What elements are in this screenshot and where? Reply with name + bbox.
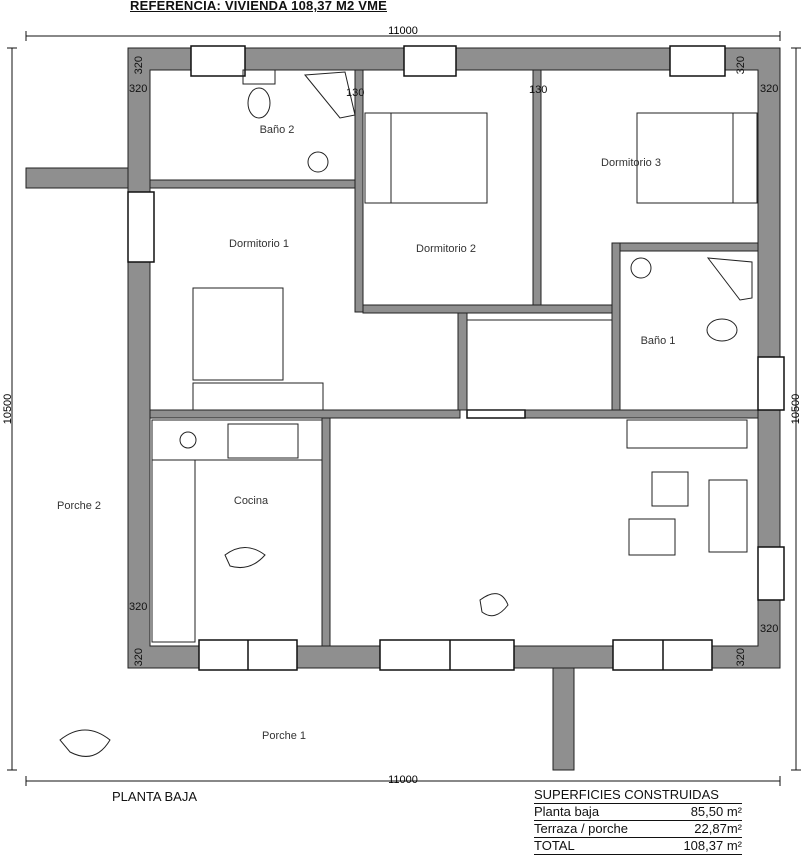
window: [757, 546, 785, 601]
areas-row: Planta baja 85,50 m²: [534, 804, 742, 821]
shower: [304, 71, 356, 119]
area-value: 108,37 m²: [683, 838, 742, 853]
areas-row: Terraza / porche 22,87m²: [534, 821, 742, 838]
dim-partition: 130: [529, 84, 547, 96]
area-label: Terraza / porche: [534, 821, 628, 836]
window: [669, 45, 726, 77]
toilet: [706, 318, 738, 342]
areas-row: TOTAL 108,37 m²: [534, 838, 742, 855]
coffee-table: [651, 471, 689, 507]
wardrobe: [466, 319, 613, 411]
dim-wall: 320: [133, 56, 145, 74]
armchair: [628, 518, 676, 556]
dim-wall: 320: [129, 83, 147, 95]
room-porche-1: Porche 1: [262, 730, 306, 742]
wardrobe: [364, 112, 392, 204]
person: [479, 593, 509, 617]
shower: [706, 257, 753, 301]
room-porche-2: Porche 2: [57, 500, 101, 512]
door-opening: [466, 409, 526, 419]
sink: [630, 257, 652, 279]
room-dormitorio-1: Dormitorio 1: [229, 238, 289, 250]
dim-height-right: 10500: [790, 394, 802, 425]
areas-table: SUPERFICIES CONSTRUIDAS Planta baja 85,50…: [534, 787, 742, 855]
dim-wall: 320: [133, 648, 145, 666]
room-dormitorio-3: Dormitorio 3: [601, 157, 661, 169]
dim-wall: 320: [735, 56, 747, 74]
tv-unit: [626, 419, 748, 449]
dim-wall: 320: [760, 623, 778, 635]
wardrobe: [732, 112, 758, 204]
kitchen-counter: [151, 419, 323, 461]
plan-label: PLANTA BAJA: [112, 789, 198, 804]
area-value: 85,50 m²: [690, 804, 742, 819]
kitchen-counter: [151, 459, 196, 643]
bed: [390, 112, 488, 204]
sofa: [708, 479, 748, 553]
window: [127, 191, 155, 263]
dim-height-left: 10500: [2, 394, 14, 425]
windows: [127, 45, 785, 671]
dim-wall: 320: [760, 83, 778, 95]
wardrobe: [192, 382, 324, 411]
window: [403, 45, 457, 77]
dim-partition: 130: [346, 87, 364, 99]
room-cocina: Cocina: [234, 495, 269, 507]
window: [190, 45, 246, 77]
area-label: TOTAL: [534, 838, 575, 853]
room-bano-1: Baño 1: [641, 335, 676, 347]
furniture: [59, 69, 758, 757]
room-bano-2: Baño 2: [260, 124, 295, 136]
drawing-title: REFERENCIA: VIVIENDA 108,37 M2 VME: [130, 0, 387, 13]
area-label: Planta baja: [534, 804, 600, 819]
window: [379, 639, 515, 671]
area-value: 22,87m²: [694, 821, 742, 836]
cooktop: [227, 423, 299, 459]
dim-wall: 320: [735, 648, 747, 666]
areas-heading: SUPERFICIES CONSTRUIDAS: [534, 787, 742, 804]
sink: [307, 151, 329, 173]
dimension-lines: [7, 31, 801, 786]
dim-width-top: 11000: [388, 25, 418, 37]
walls: [25, 47, 781, 771]
person: [59, 729, 111, 757]
person: [224, 547, 266, 569]
bed: [192, 287, 284, 381]
dim-wall: 320: [129, 601, 147, 613]
room-dormitorio-2: Dormitorio 2: [416, 243, 476, 255]
areas-heading-text: SUPERFICIES CONSTRUIDAS: [534, 787, 719, 802]
window: [757, 356, 785, 411]
dim-width-bottom: 11000: [388, 774, 418, 786]
toilet: [247, 87, 271, 119]
